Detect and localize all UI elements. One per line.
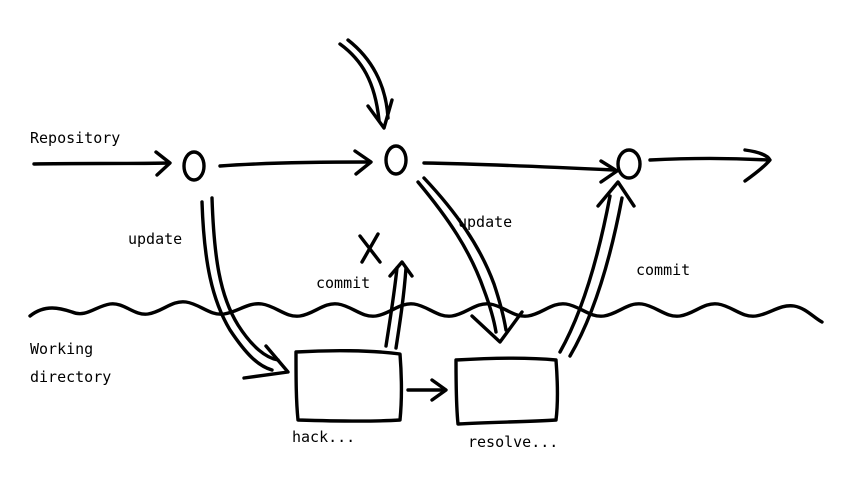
hack-label: hack... bbox=[292, 428, 355, 446]
hack-to-resolve-arrowhead bbox=[430, 378, 448, 402]
update-left-line-b bbox=[210, 196, 280, 362]
update-left-arrowhead bbox=[242, 344, 290, 380]
repo-line-2-3 bbox=[422, 161, 616, 172]
resolve-label: resolve... bbox=[468, 433, 558, 451]
repo-incoming-arrowhead bbox=[154, 150, 172, 177]
incoming-change-line-a bbox=[338, 42, 381, 122]
update-arrow-mid bbox=[416, 176, 524, 344]
repo-outgoing-line bbox=[648, 156, 770, 162]
incoming-change-arrow bbox=[338, 38, 394, 130]
commit-node-1 bbox=[182, 150, 206, 182]
resolve-box-outline bbox=[454, 356, 560, 426]
commit-right-arrowhead bbox=[596, 180, 636, 208]
boundary-wave bbox=[28, 300, 824, 324]
commit-fail-arrowhead bbox=[388, 260, 414, 278]
working-directory-label-line2: directory bbox=[30, 368, 111, 386]
commit-arrow-right bbox=[558, 180, 636, 358]
repo-line-2-3-arrowhead bbox=[599, 159, 619, 184]
rejected-x-icon bbox=[358, 232, 382, 264]
commit-node-3 bbox=[616, 148, 642, 180]
repository-label: Repository bbox=[30, 129, 120, 147]
commit-fail-label: commit bbox=[316, 274, 370, 292]
update-label-mid: update bbox=[458, 213, 512, 231]
commit-label-right: commit bbox=[636, 261, 690, 279]
commit-nodes bbox=[182, 144, 642, 182]
commit-node-2 bbox=[384, 144, 408, 176]
repository-timeline bbox=[32, 148, 772, 184]
update-arrow-left bbox=[200, 196, 290, 380]
repo-line-1-2 bbox=[218, 160, 370, 168]
commit-arrow-fail bbox=[384, 260, 414, 350]
commit-right-line-b bbox=[568, 196, 624, 358]
incoming-change-line-b bbox=[346, 38, 390, 120]
hack-to-resolve-arrow bbox=[406, 378, 448, 402]
commit-fail-line-b bbox=[394, 266, 408, 350]
incoming-change-arrowhead bbox=[366, 98, 394, 130]
update-left-line-a bbox=[200, 200, 274, 372]
rejected-x-stroke-b bbox=[360, 232, 380, 264]
repo-outgoing-arrowhead bbox=[743, 148, 772, 183]
commit-right-line-a bbox=[558, 194, 612, 354]
working-directory-label-line1: Working bbox=[30, 340, 93, 358]
repo-line-1-2-arrowhead bbox=[353, 149, 373, 176]
hack-box-outline bbox=[294, 349, 404, 423]
repo-incoming-line bbox=[32, 161, 170, 166]
update-mid-arrowhead bbox=[470, 310, 524, 344]
commit-fail-line-a bbox=[384, 266, 399, 348]
update-label-left: update bbox=[128, 230, 182, 248]
update-mid-line-a bbox=[416, 180, 498, 334]
update-mid-line-b bbox=[422, 176, 508, 332]
hack-box bbox=[294, 349, 404, 423]
resolve-box bbox=[454, 356, 560, 426]
